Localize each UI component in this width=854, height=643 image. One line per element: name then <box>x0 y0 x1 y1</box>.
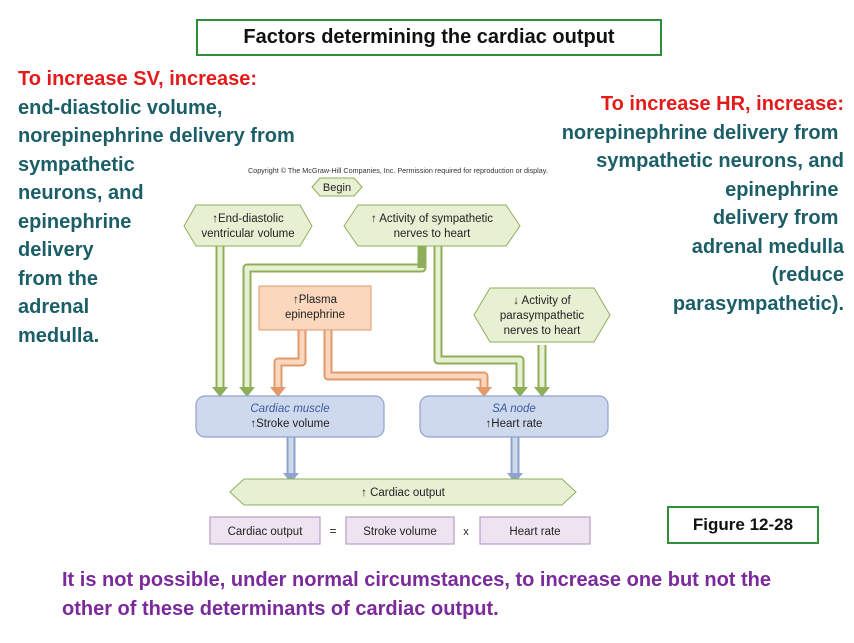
cardiac-muscle-line2: ↑Stroke volume <box>250 418 329 430</box>
cardiac-muscle-node: Cardiac muscle ↑Stroke volume <box>195 395 385 438</box>
sympathetic-pathways <box>215 243 547 390</box>
end-diastolic-volume-node: ↑End-diastolic ventricular volume <box>183 204 313 247</box>
hr-heading: To increase HR, increase: <box>600 93 844 115</box>
eq-heart-rate: Heart rate <box>509 526 560 538</box>
footnote: It is not possible, under normal circums… <box>62 569 772 620</box>
stroke-volume-notes: To increase SV, increase: end-diastolic … <box>18 65 295 350</box>
plasma-line1: ↑Plasma <box>293 294 338 306</box>
copyright-notice: Copyright © The McGraw-Hill Companies, I… <box>248 166 548 175</box>
plasma-line2: epinephrine <box>285 309 345 321</box>
parasympathetic-activity-node: ↓ Activity of parasympathetic nerves to … <box>473 287 611 343</box>
begin-node: Begin <box>311 177 363 197</box>
edv-line2: ventricular volume <box>201 228 294 240</box>
arrowheads <box>212 387 550 483</box>
heart-rate-notes: To increase HR, increase: norepinephrine… <box>562 90 844 318</box>
cardiac-output-node: ↑ Cardiac output <box>229 478 577 506</box>
eq-times: x <box>463 526 469 538</box>
sv-heading: To increase SV, increase: <box>18 68 258 90</box>
sv-body: end-diastolic volume, norepinephrine del… <box>18 96 295 347</box>
cardiac-muscle-line1: Cardiac muscle <box>250 403 329 415</box>
begin-label: Begin <box>323 182 351 194</box>
output-pathways <box>286 437 520 475</box>
edv-line1: ↑End-diastolic <box>212 213 284 225</box>
cardiac-output-equation: Cardiac output = Stroke volume x Heart r… <box>209 516 591 545</box>
sa-node-node: SA node ↑Heart rate <box>419 395 609 438</box>
sympathetic-activity-node: ↑ Activity of sympathetic nerves to hear… <box>343 204 521 247</box>
para-line2: parasympathetic <box>500 310 585 322</box>
eq-stroke-volume: Stroke volume <box>363 526 437 538</box>
sa-node-line2: ↑Heart rate <box>486 418 543 430</box>
plasma-epinephrine-node: ↑Plasma epinephrine <box>258 285 372 331</box>
symp-line1: ↑ Activity of sympathetic <box>371 213 493 225</box>
co-result-label: ↑ Cardiac output <box>361 487 446 499</box>
para-line1: ↓ Activity of <box>513 295 571 307</box>
symp-line2: nerves to heart <box>394 228 472 240</box>
plasma-epinephrine-pathways <box>273 330 489 390</box>
hr-body: norepinephrine delivery from sympathetic… <box>561 121 844 315</box>
para-line3: nerves to heart <box>504 325 582 337</box>
eq-equals: = <box>329 524 336 538</box>
sa-node-line1: SA node <box>492 403 536 415</box>
page-title: Factors determining the cardiac output <box>196 19 662 56</box>
eq-cardiac-output: Cardiac output <box>228 526 304 538</box>
figure-label: Figure 12-28 <box>667 506 819 544</box>
